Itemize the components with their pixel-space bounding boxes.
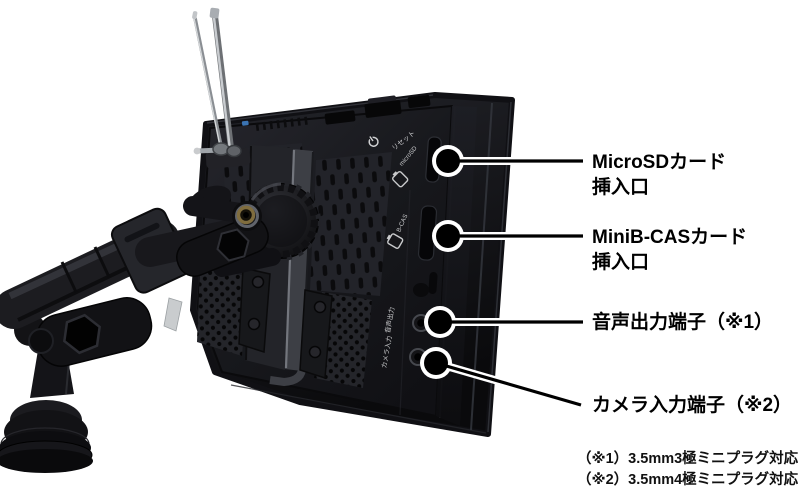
footnotes: （※1）3.5mm3極ミニプラグ対応 （※2）3.5mm4極ミニプラグ対応: [577, 449, 799, 488]
suction-base: [0, 348, 93, 473]
mount-arm: [0, 181, 321, 367]
power-icon: [368, 135, 379, 147]
leader-dots: [424, 149, 460, 375]
leader-lines: [435, 159, 583, 407]
callout-label-microsd-line1: MicroSDカード: [592, 151, 726, 173]
callout-dot-audio: [428, 310, 452, 334]
device-side-strip: [436, 106, 477, 426]
screen-edge-sliver: [163, 297, 183, 332]
middle-wing-knob: [176, 216, 269, 277]
bracket-screws: [247, 275, 327, 359]
callout-dot-microsd: [436, 149, 460, 173]
card-insert-icon: [391, 170, 409, 188]
pivot-bolt: [232, 201, 262, 231]
top-edge-slots: [241, 94, 431, 131]
card-insert-icon: [386, 233, 404, 249]
callout-dot-camera: [424, 351, 448, 375]
base-wing-knob: [14, 297, 153, 367]
blue-switch: [241, 120, 249, 126]
speaker-grille-left: [197, 268, 248, 356]
callout-label-camera: カメラ入力端子（※2）: [592, 393, 792, 416]
footnote-2: （※2）3.5mm4極ミニプラグ対応: [577, 470, 799, 488]
callout-label-bcas-line2: 挿入口: [592, 251, 649, 273]
vent-grid-right: [310, 152, 392, 296]
callout-label-microsd-line2: 挿入口: [592, 176, 649, 198]
callout-labels: MicroSDカード 挿入口 MiniB-CASカード 挿入口 音声出力端子（※…: [592, 151, 792, 416]
top-vent-dashes: [255, 116, 308, 131]
callout-label-bcas-line1: MiniB-CASカード: [592, 226, 747, 248]
callout-leaders: [420, 145, 583, 409]
small-vent-slot: [428, 272, 438, 294]
recess-hole: [413, 283, 429, 297]
antenna-hinge: [193, 142, 251, 169]
antenna: [192, 7, 251, 169]
callout-label-audio: 音声出力端子（※1）: [592, 310, 773, 333]
footnote-1: （※1）3.5mm3極ミニプラグ対応: [577, 449, 799, 467]
callout-dot-bcas: [436, 224, 460, 248]
